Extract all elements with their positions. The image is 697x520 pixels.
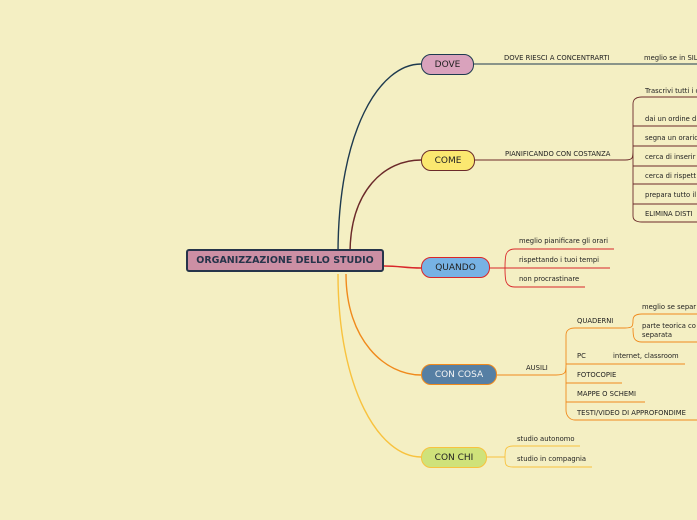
quando-item-3[interactable]: non procrastinare: [519, 275, 580, 283]
come-sub[interactable]: PIANIFICANDO CON COSTANZA: [505, 150, 611, 158]
conchi-item-2[interactable]: studio in compagnia: [517, 455, 587, 463]
concosa-mappe[interactable]: MAPPE O SCHEMI: [577, 390, 637, 398]
connector-root-conchi: [337, 273, 422, 458]
come-item-1[interactable]: Trascrivi tutti i c: [645, 87, 697, 95]
branch-con-cosa[interactable]: CON COSA: [421, 364, 497, 385]
come-item-2[interactable]: dai un ordine d: [645, 115, 697, 123]
quando-item-2[interactable]: rispettando i tuoi tempi: [519, 256, 600, 264]
concosa-sub[interactable]: AUSILI: [526, 364, 548, 372]
dove-sub[interactable]: DOVE RIESCI A CONCENTRARTI: [504, 54, 610, 62]
connector-root-dove: [337, 63, 422, 255]
root-topic[interactable]: ORGANIZZAZIONE DELLO STUDIO: [186, 249, 384, 272]
come-item-4[interactable]: cerca di inserir: [645, 153, 696, 161]
connector-quando-fan: [490, 248, 614, 288]
connector-quaderni-fan: [624, 313, 697, 343]
concosa-fotocopie[interactable]: FOTOCOPIE: [577, 371, 617, 379]
dove-detail[interactable]: meglio se in SIL: [644, 54, 697, 62]
connector-root-come: [349, 159, 422, 255]
branch-come[interactable]: COME: [421, 150, 475, 171]
come-item-5[interactable]: cerca di rispett: [645, 172, 697, 180]
come-item-7[interactable]: ELIMINA DISTI: [645, 210, 693, 218]
concosa-quaderni[interactable]: QUADERNI: [577, 317, 614, 325]
conchi-item-1[interactable]: studio autonomo: [517, 435, 575, 443]
connector-conchi-fan: [487, 445, 592, 468]
branch-con-chi[interactable]: CON CHI: [421, 447, 487, 468]
branch-dove[interactable]: DOVE: [421, 54, 474, 75]
concosa-testi[interactable]: TESTI/VIDEO DI APPROFONDIME: [577, 409, 686, 417]
quaderni-item-2[interactable]: parte teorica co separata: [642, 322, 696, 339]
connector-come-fan: [624, 96, 697, 223]
concosa-pc[interactable]: PC: [577, 352, 586, 360]
connector-root-quando: [383, 265, 422, 269]
come-item-6[interactable]: prepara tutto il: [645, 191, 697, 199]
quando-item-1[interactable]: meglio pianificare gli orari: [519, 237, 608, 245]
branch-quando[interactable]: QUANDO: [421, 257, 490, 278]
quaderni-item-1[interactable]: meglio se separ: [642, 303, 697, 311]
connector-root-concosa: [345, 273, 422, 376]
come-item-3[interactable]: segna un orario: [645, 134, 697, 142]
pc-item[interactable]: internet, classroom: [613, 352, 679, 360]
